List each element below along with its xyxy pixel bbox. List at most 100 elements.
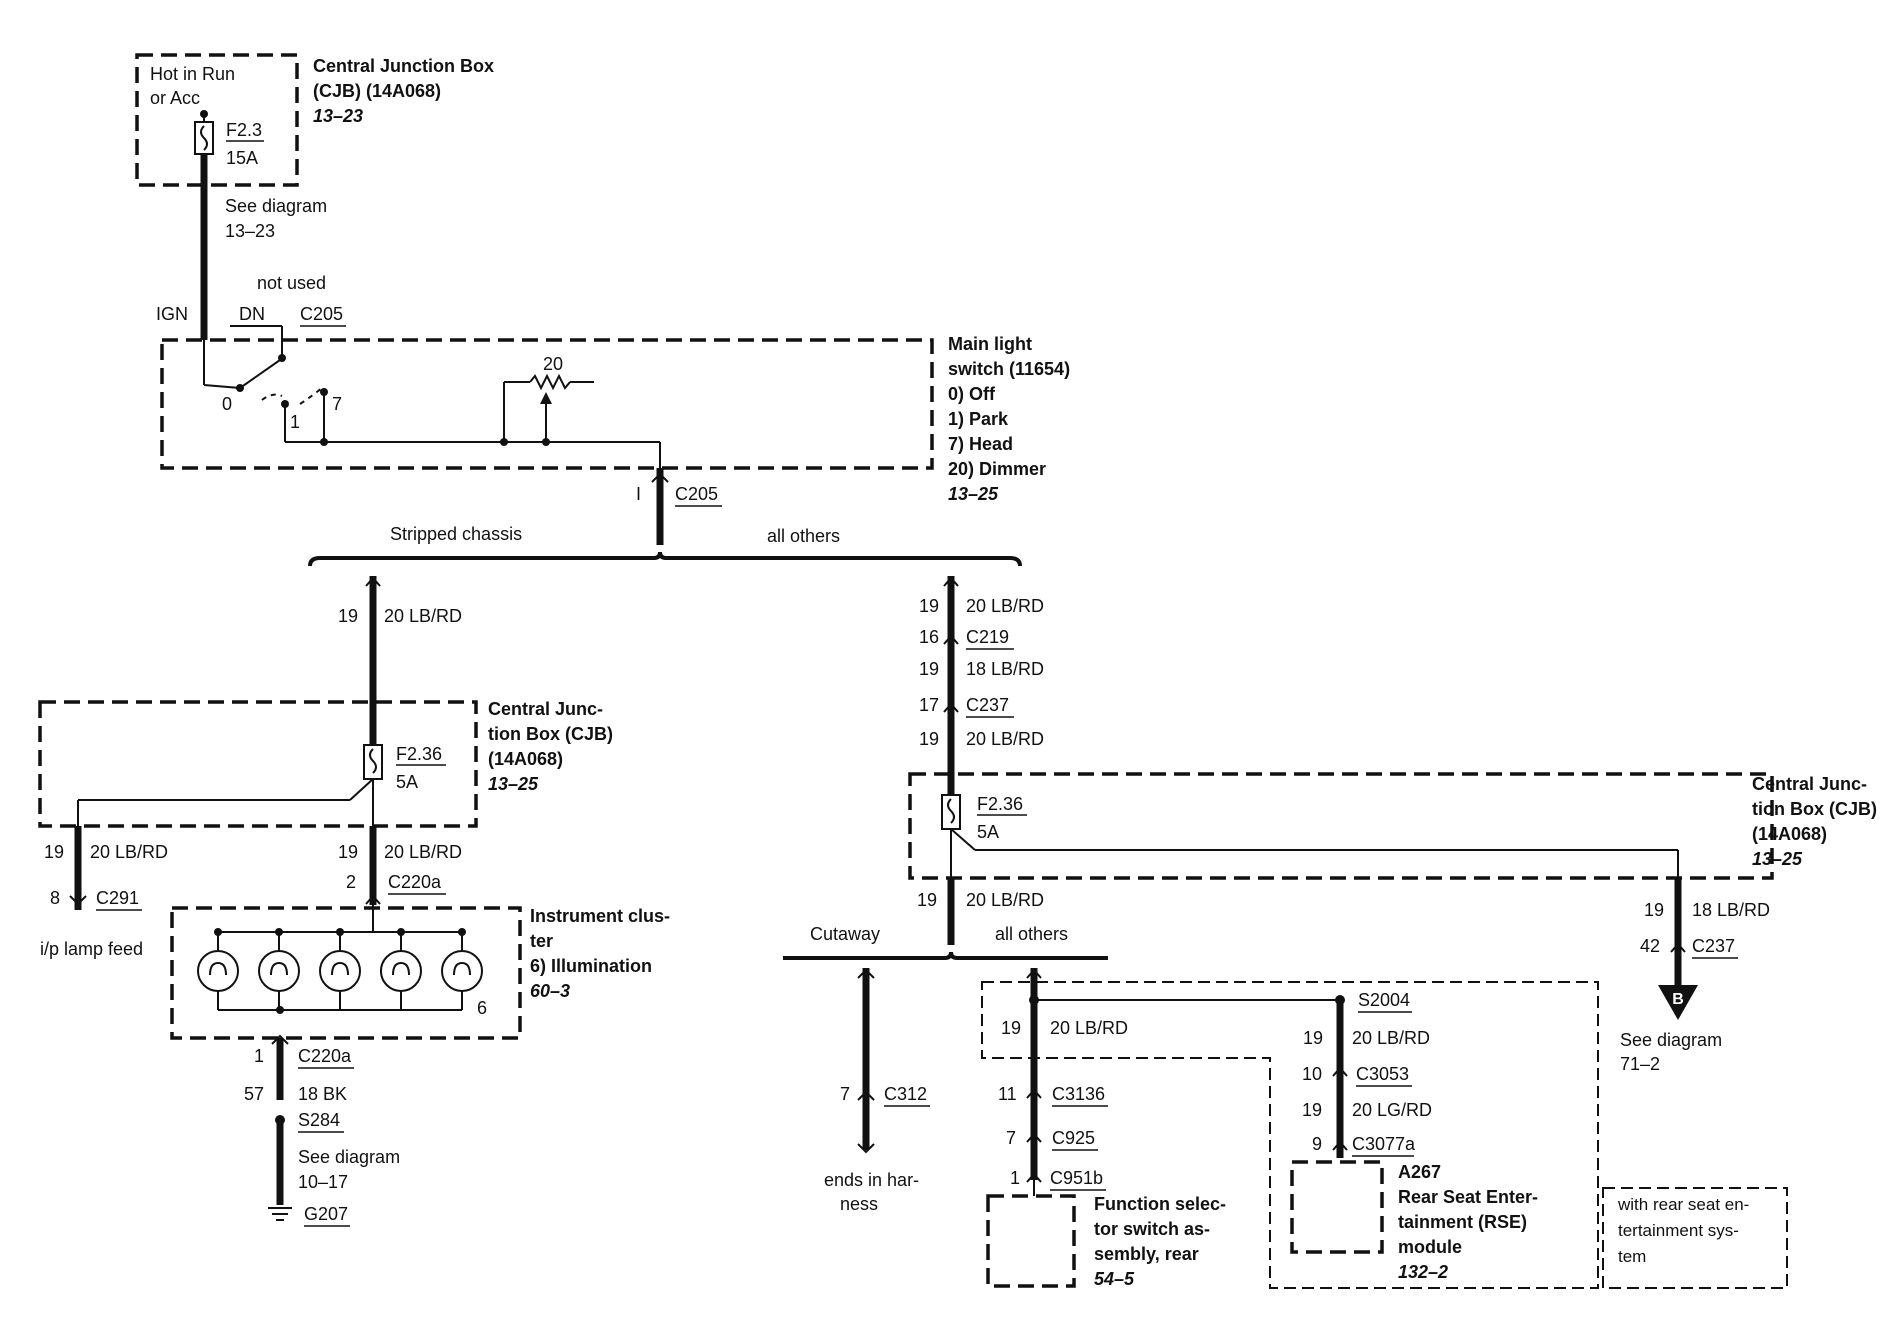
- bulb-icon: [197, 928, 239, 1010]
- left-feed-pin: 19: [338, 606, 358, 626]
- function-pin1: 1: [1010, 1168, 1020, 1188]
- cluster-feed-wire: 20 LB/RD: [384, 842, 462, 862]
- cluster-feed-conn: C220a: [388, 872, 442, 892]
- switch-pos0: 0: [222, 394, 232, 414]
- cjb-left-title3: (14A068): [488, 749, 563, 769]
- cjb-top-fuse: F2.3: [226, 120, 262, 140]
- cjb-right-ref: 13–25: [1752, 849, 1803, 869]
- switch-opt7: 7) Head: [948, 434, 1013, 454]
- ip-feed-conn-pin: 8: [50, 888, 60, 908]
- cluster-title2: ter: [530, 931, 553, 951]
- bulb-icon: [441, 928, 483, 1010]
- dimmer-resistor-icon: [529, 373, 571, 391]
- cjb-top-ref: 13–23: [313, 106, 363, 126]
- b-branch-letter: B: [1672, 991, 1684, 1008]
- b-branch-pin2: 42: [1640, 936, 1660, 956]
- left-feed-wire: 20 LB/RD: [384, 606, 462, 626]
- cluster-item: 6) Illumination: [530, 956, 652, 976]
- function-selector-switch: Function selec- tor switch as- sembly, r…: [986, 1180, 1226, 1289]
- switch-dimmer-num: 20: [543, 354, 563, 374]
- right-chain-wire: 20 LB/RD: [966, 596, 1044, 616]
- right-chain-pin: 17: [919, 695, 939, 715]
- function-pin19: 19: [1001, 1018, 1021, 1038]
- switch-opt1: 1) Park: [948, 409, 1009, 429]
- rse-title3: module: [1398, 1237, 1462, 1257]
- function-title1: Function selec-: [1094, 1194, 1226, 1214]
- cjb-left-block: F2.36 5A Central Junc- tion Box (CJB) (1…: [38, 699, 613, 828]
- ground-see1: See diagram: [298, 1147, 400, 1167]
- b-branch-pin: 19: [1644, 900, 1664, 920]
- switch-ref: 13–25: [948, 484, 999, 504]
- function-wire: 20 LB/RD: [1050, 1018, 1128, 1038]
- cjb-left-fuse: F2.36: [396, 744, 442, 764]
- rse-module: A267 Rear Seat Enter- tainment (RSE) mod…: [1290, 1160, 1538, 1282]
- switch-opt0: 0) Off: [948, 384, 996, 404]
- right-chain-pin: 19: [919, 596, 939, 616]
- switch-pos1: 1: [290, 412, 300, 432]
- cluster-pin6: 6: [477, 998, 487, 1018]
- cjb-right-block: F2.36 5A Central Junc- tion Box (CJB) (1…: [908, 772, 1877, 880]
- ip-feed-conn: C291: [96, 888, 139, 908]
- branch-top-left: Stripped chassis: [390, 524, 522, 544]
- b-branch-see1: See diagram: [1620, 1030, 1722, 1050]
- switch-title2: switch (11654): [948, 359, 1070, 379]
- arrow-b-icon: [1658, 985, 1698, 1020]
- ground-icon: [268, 1207, 292, 1221]
- rse-pin19a: 19: [1303, 1028, 1323, 1048]
- rse-ref: 132–2: [1398, 1262, 1448, 1282]
- cluster-title1: Instrument clus-: [530, 906, 670, 926]
- branch-top-bus: [308, 551, 1022, 567]
- right-chain-connector: C237: [966, 695, 1009, 715]
- cjb-top-title2: (CJB) (14A068): [313, 81, 441, 101]
- function-title3: sembly, rear: [1094, 1244, 1199, 1264]
- ground-conn1: C220a: [298, 1046, 352, 1066]
- cjb-right-title1: Central Junc-: [1752, 774, 1867, 794]
- function-title2: tor switch as-: [1094, 1219, 1210, 1239]
- right-out-wire: 20 LB/RD: [966, 890, 1044, 910]
- rse-note: with rear seat en- tertainment sys- tem: [1602, 1187, 1788, 1289]
- ground-see2: 10–17: [298, 1172, 348, 1192]
- rse-conn10: C3053: [1356, 1064, 1409, 1084]
- cjb-right-title2: tion Box (CJB): [1752, 799, 1877, 819]
- cjb-top-block: Hot in Run or Acc F2.3 15A Central Junct…: [135, 53, 494, 187]
- function-ref: 54–5: [1094, 1269, 1135, 1289]
- cluster-ref: 60–3: [530, 981, 570, 1001]
- see-top-line2: 13–23: [225, 221, 275, 241]
- cjb-top-amps: 15A: [226, 148, 258, 168]
- rse-pin9: 9: [1312, 1134, 1322, 1154]
- right-chain-wire: 18 LB/RD: [966, 659, 1044, 679]
- rse-title2: tainment (RSE): [1398, 1212, 1527, 1232]
- ground-gnd: G207: [304, 1204, 348, 1224]
- ip-feed-pin: 19: [44, 842, 64, 862]
- rse-wire-a: 20 LB/RD: [1352, 1028, 1430, 1048]
- cutaway-end2: ness: [840, 1194, 878, 1214]
- ground-wire: 18 BK: [298, 1084, 347, 1104]
- cutaway-pin: 7: [840, 1084, 850, 1104]
- right-chain-wire: 20 LB/RD: [966, 729, 1044, 749]
- rse-wire-b: 20 LG/RD: [1352, 1100, 1432, 1120]
- cjb-left-amps: 5A: [396, 772, 418, 792]
- rse-note-line1: with rear seat en-: [1617, 1195, 1749, 1214]
- ip-feed-wire: 20 LB/RD: [90, 842, 168, 862]
- switch-pos7: 7: [332, 394, 342, 414]
- cjb-right-fuse: F2.36: [977, 794, 1023, 814]
- switch-out-conn: C205: [675, 484, 718, 504]
- right-chain-connector: C219: [966, 627, 1009, 647]
- function-pin7: 7: [1006, 1128, 1016, 1148]
- cjb-right-title3: (14A068): [1752, 824, 1827, 844]
- switch-out-pin: I: [636, 484, 641, 504]
- switch-title1: Main light: [948, 334, 1032, 354]
- rse-pin19b: 19: [1302, 1100, 1322, 1120]
- rse-splice: S2004: [1358, 990, 1410, 1010]
- cjb-top-hot-line1: Hot in Run: [150, 64, 235, 84]
- see-top-line1: See diagram: [225, 196, 327, 216]
- cjb-top-title1: Central Junction Box: [313, 56, 494, 76]
- ip-feed-label: i/p lamp feed: [40, 939, 143, 959]
- rse-pin10: 10: [1302, 1064, 1322, 1084]
- right-out-pin: 19: [917, 890, 937, 910]
- rse-note-line2: tertainment sys-: [1618, 1221, 1739, 1240]
- b-branch-see2: 71–2: [1620, 1054, 1660, 1074]
- cjb-left-title2: tion Box (CJB): [488, 724, 613, 744]
- rse-conn9: C3077a: [1352, 1134, 1416, 1154]
- switch-not-used: not used: [257, 273, 326, 293]
